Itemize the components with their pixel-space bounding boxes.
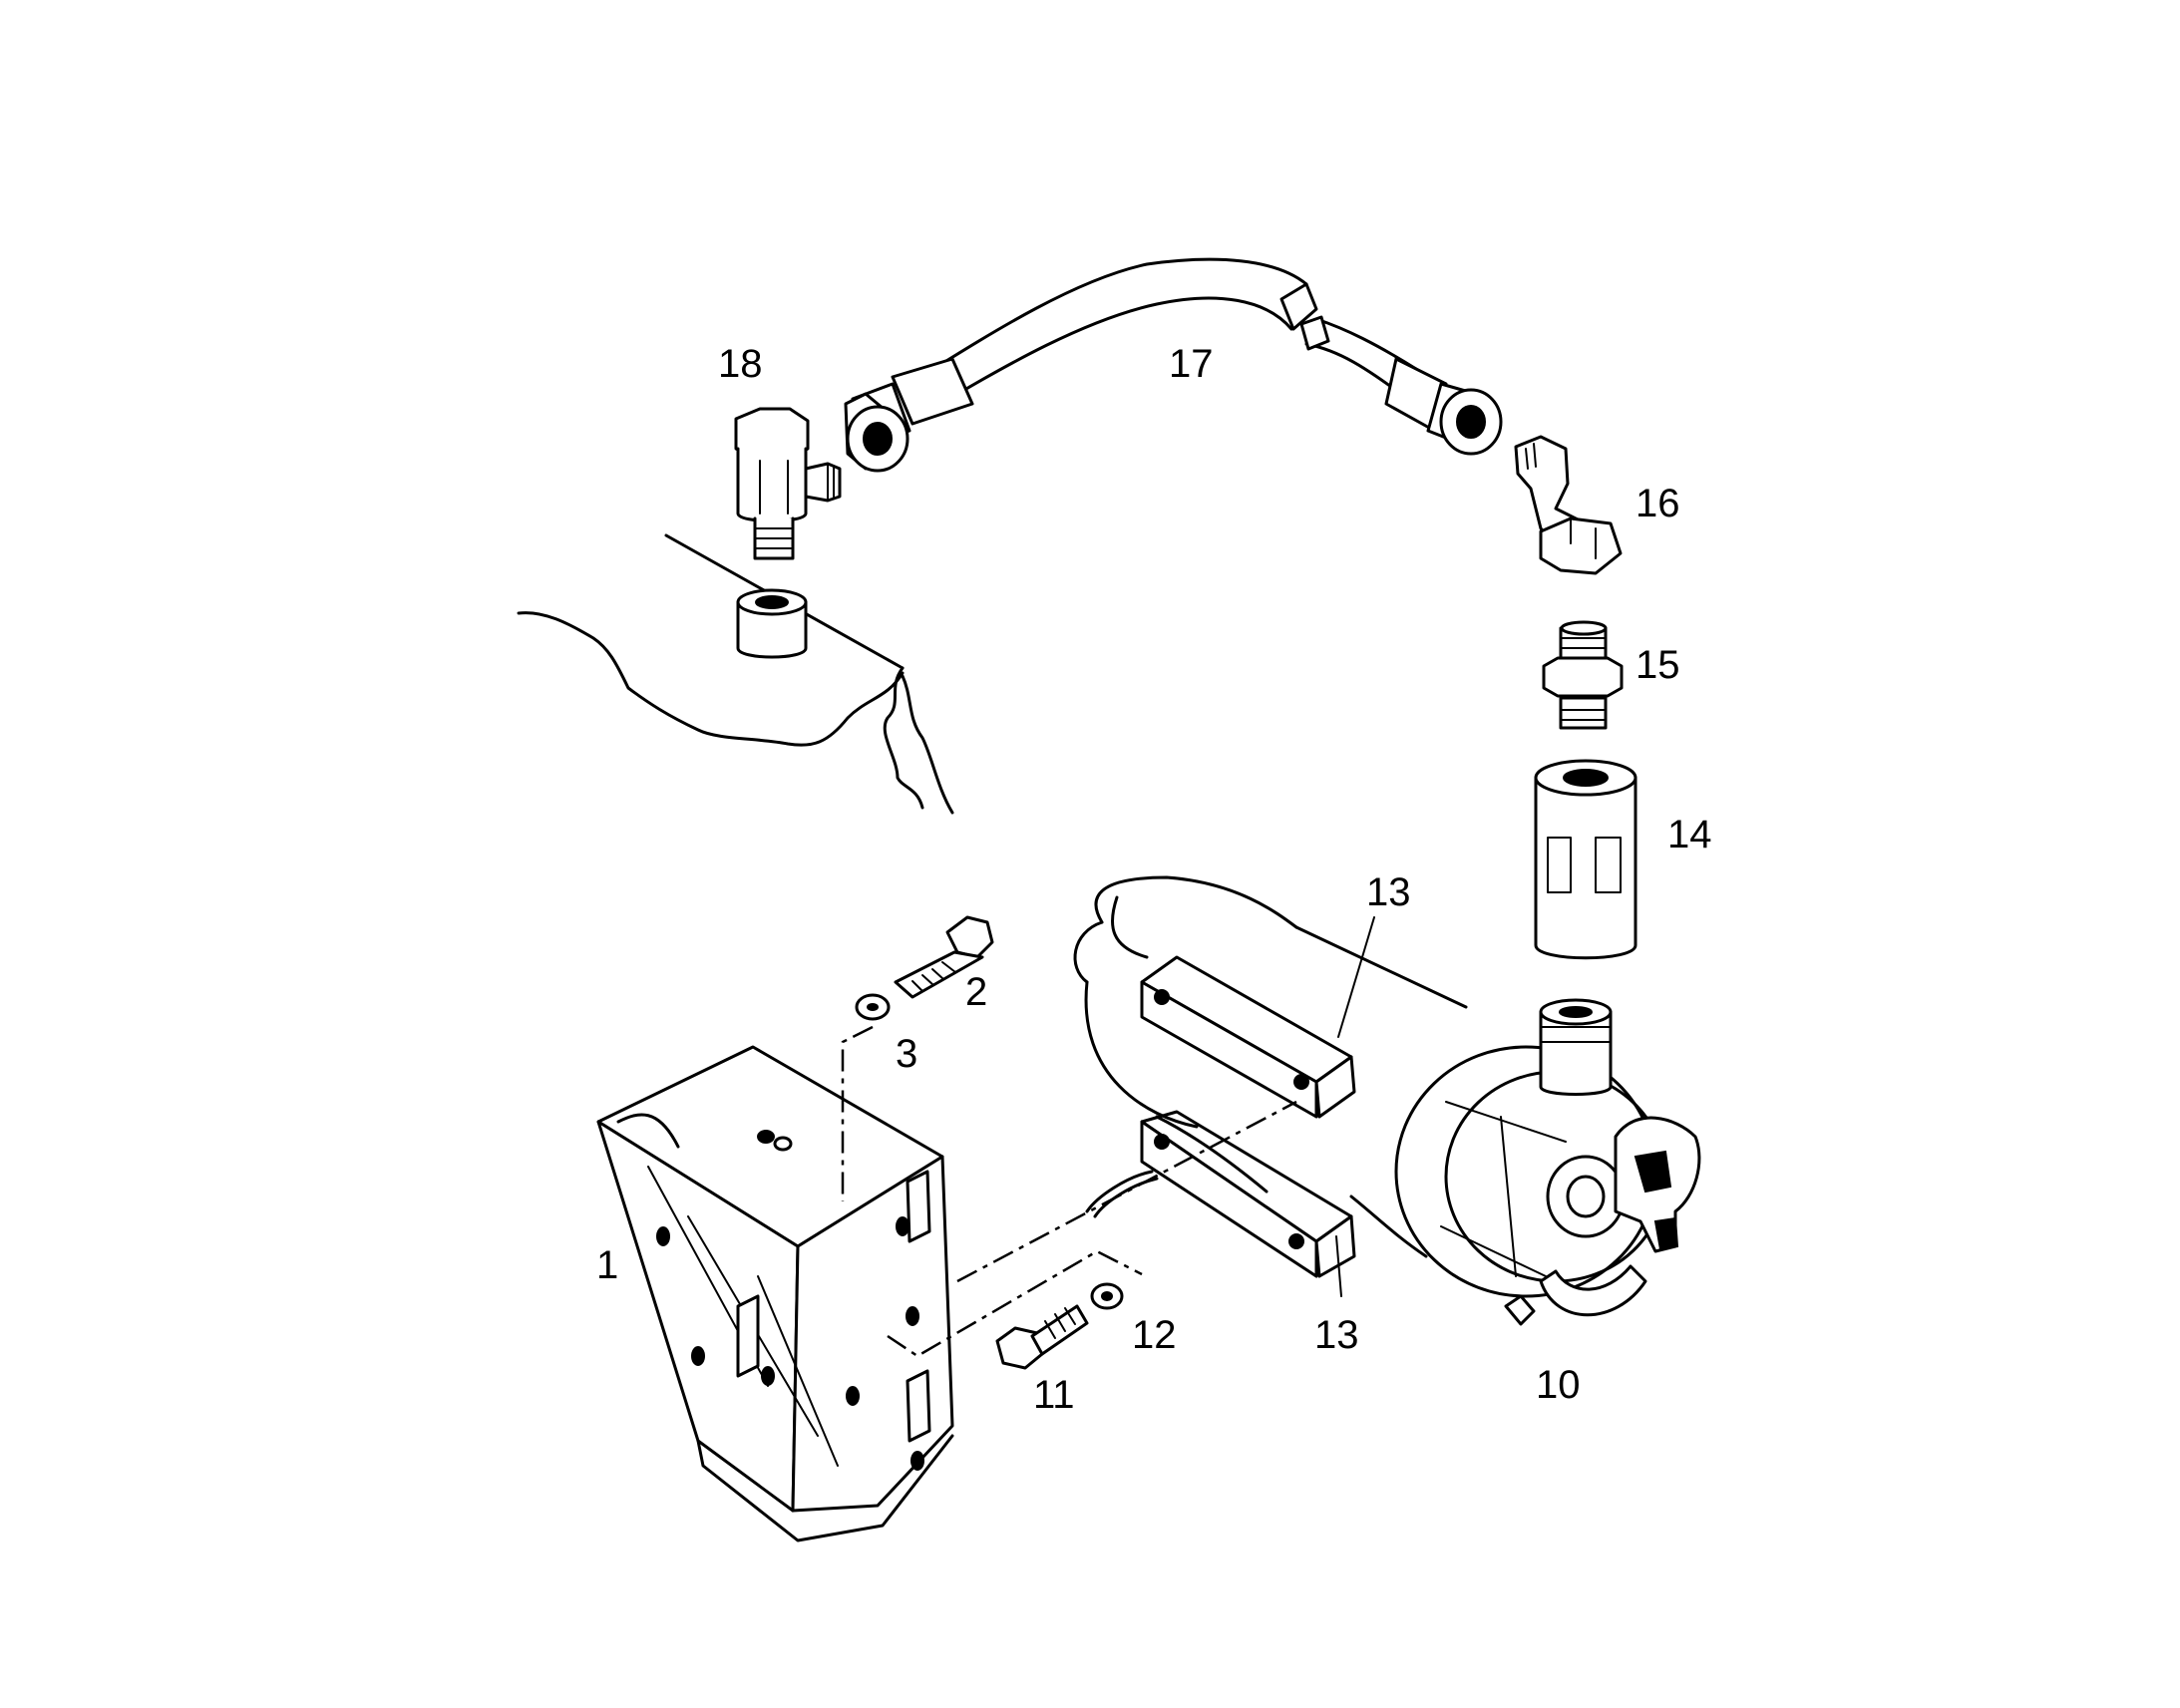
tank-surface xyxy=(517,533,954,815)
part-13-lower-strap xyxy=(1140,1110,1356,1278)
part-3-washer xyxy=(855,993,891,1021)
part-13-upper-strap xyxy=(1140,955,1356,1119)
callout-14: 14 xyxy=(1667,813,1712,856)
assembly-lines xyxy=(841,1025,1297,1358)
part-15-nipple xyxy=(1542,620,1624,730)
callout-3: 3 xyxy=(896,1032,917,1076)
callout-12: 12 xyxy=(1132,1313,1177,1357)
callout-15: 15 xyxy=(1635,643,1680,687)
part-17-hose xyxy=(844,257,1503,473)
part-16-swivel-elbow xyxy=(1514,435,1623,575)
tank-boss xyxy=(736,588,808,659)
callout-13-lower: 13 xyxy=(1314,1313,1359,1357)
callout-10: 10 xyxy=(1536,1363,1581,1407)
callout-11: 11 xyxy=(1033,1373,1075,1417)
part-2-bolt xyxy=(894,915,994,999)
part-1-bracket xyxy=(596,1045,954,1542)
callout-17: 17 xyxy=(1169,342,1214,386)
part-12-washer xyxy=(1090,1282,1124,1310)
leader-lines xyxy=(1335,916,1375,1297)
callout-2: 2 xyxy=(965,970,987,1014)
callout-1: 1 xyxy=(596,1243,618,1287)
part-14-strainer xyxy=(1534,759,1637,960)
callout-13-upper: 13 xyxy=(1366,870,1411,914)
callout-16: 16 xyxy=(1635,482,1680,525)
callouts: 18 17 16 15 14 13 13 2 3 1 11 12 10 xyxy=(596,342,1712,1417)
part-11-bolt xyxy=(995,1304,1089,1370)
callout-18: 18 xyxy=(718,342,763,386)
part-18-elbow-fitting xyxy=(734,407,842,560)
part-10-motor-pump xyxy=(1073,875,1701,1326)
